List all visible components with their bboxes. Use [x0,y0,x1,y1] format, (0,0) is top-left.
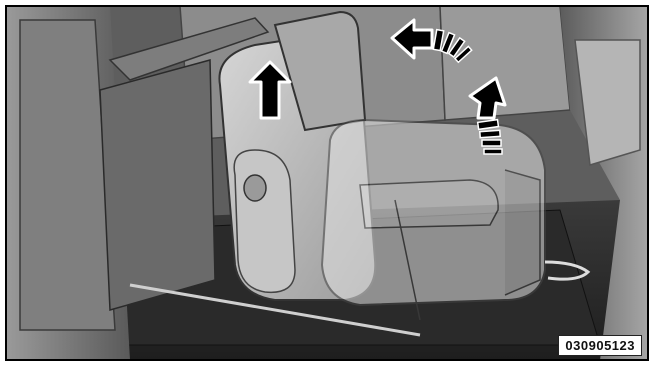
seat-recline-knob [244,175,266,201]
seat-side-bolster [234,150,295,292]
figure-id-label: 030905123 [558,335,642,356]
ghost-seat-original-position [322,120,545,320]
seat-frame-side [100,60,215,310]
